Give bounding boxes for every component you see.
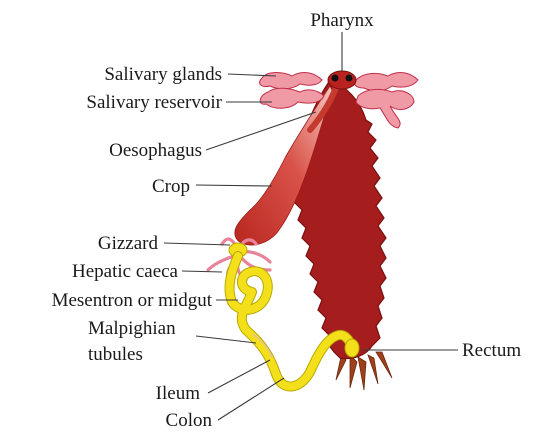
label-ileum: Ileum (156, 383, 201, 404)
leader-ileum (208, 360, 270, 393)
label-crop: Crop (152, 176, 190, 197)
label-gizzard: Gizzard (98, 233, 159, 254)
pharynx-dot-right (346, 75, 353, 82)
label-malpighian-line2: tubules (88, 344, 143, 365)
label-pharynx: Pharynx (310, 10, 374, 31)
leader-crop (196, 185, 272, 186)
label-salivary-glands: Salivary glands (104, 64, 222, 85)
rectum-blob (345, 339, 359, 357)
label-oesophagus: Oesophagus (109, 140, 202, 161)
label-rectum: Rectum (462, 340, 521, 361)
label-malpighian-line1: Malpighian (88, 318, 176, 339)
pharynx-dot-left (332, 75, 339, 82)
salivary-gland-left (260, 73, 324, 109)
label-mesentron: Mesentron or midgut (52, 290, 213, 311)
label-salivary-reservoir: Salivary reservoir (86, 92, 222, 113)
leader-hepatic-caeca (182, 271, 222, 272)
leader-gizzard (164, 243, 230, 245)
label-hepatic-caeca: Hepatic caeca (72, 261, 179, 282)
label-colon: Colon (166, 410, 213, 431)
leader-colon (218, 378, 284, 420)
